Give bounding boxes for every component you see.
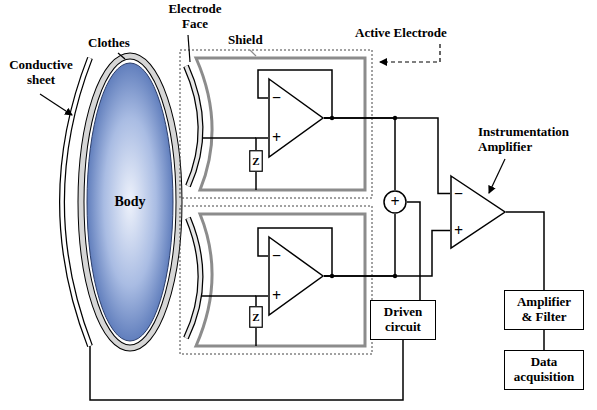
- input-sign: −: [454, 184, 463, 204]
- part-label: Clothes: [88, 36, 130, 51]
- leader-line: [40, 94, 72, 115]
- leader-line: [118, 53, 125, 59]
- buffer-opamp: −+: [268, 236, 324, 316]
- node-text: Data acquisition: [511, 355, 577, 385]
- signal-wire: [407, 202, 420, 300]
- signal-wire: [543, 330, 545, 350]
- dashed-arrow: [380, 44, 440, 62]
- body-ellipse-outline: [87, 63, 173, 341]
- part-label: Shield: [228, 33, 263, 48]
- component-label: Instrumentation Amplifier: [478, 125, 586, 155]
- input-sign: +: [454, 221, 463, 241]
- input-sign: +: [272, 286, 281, 306]
- leader-line: [489, 159, 505, 193]
- input-sign: +: [272, 128, 281, 148]
- signal-wire: [324, 118, 395, 190]
- node-text: Z: [252, 156, 259, 167]
- summing-junction: +: [383, 190, 407, 214]
- node-text: Driven circuit: [377, 305, 429, 335]
- leader-line: [250, 50, 256, 56]
- ground-wire: [255, 172, 257, 190]
- signal-wire: [324, 214, 395, 276]
- instrumentation-amplifier-outline: [451, 176, 505, 248]
- part-label: Active Electrode: [355, 26, 447, 41]
- node-text: +: [390, 194, 399, 210]
- signal-wire: [256, 296, 268, 306]
- part-label: Electrode Face: [162, 2, 228, 32]
- input-sign: −: [272, 88, 281, 108]
- instrumentation-amplifier: Instrumentation Amplifier−+: [450, 175, 506, 249]
- impedance-box: Z: [249, 150, 263, 172]
- input-sign: −: [272, 246, 281, 266]
- conductive-sheet: [62, 58, 90, 346]
- electrode-face: [186, 66, 201, 186]
- buffer-opamp-outline: [269, 79, 323, 157]
- clothes-band: [81, 56, 179, 348]
- buffer-opamp-outline: [269, 237, 323, 315]
- electrode-face-outline: [186, 66, 201, 186]
- shield: [196, 214, 365, 346]
- drive-wire: [90, 330, 403, 400]
- active-electrode-outline: [180, 50, 372, 198]
- clothes-outline: [81, 56, 179, 348]
- node-text: Amplifier & Filter: [511, 295, 577, 325]
- leader-line: [188, 35, 190, 62]
- impedance-box: Z: [249, 306, 263, 328]
- impedance-box-outline: [250, 151, 263, 172]
- shield: [196, 58, 365, 190]
- summing-junction-outline: [384, 191, 406, 213]
- input-wire: [202, 137, 256, 139]
- electrode-face: [186, 218, 201, 338]
- active-electrode-outline: [180, 206, 372, 354]
- signal-wire: [324, 118, 450, 194]
- body-ellipse: Body: [86, 62, 174, 342]
- electrode-face-outline: [186, 218, 201, 338]
- impedance-box-outline: [250, 307, 263, 328]
- signal-wire: [506, 212, 544, 290]
- process-box: Amplifier & Filter: [504, 290, 584, 330]
- input-wire: [201, 295, 256, 297]
- ground-wire: [255, 328, 257, 346]
- part-label: Conductive sheet: [2, 58, 80, 88]
- signal-wire: [324, 231, 450, 277]
- buffer-opamp: −+: [268, 78, 324, 158]
- process-box: Data acquisition: [504, 350, 584, 390]
- signal-wire: [256, 138, 268, 150]
- process-box: Driven circuit: [370, 300, 436, 340]
- conductive-sheet-outline: [62, 58, 90, 346]
- node-text: Z: [252, 312, 259, 323]
- node-text: Body: [114, 195, 145, 209]
